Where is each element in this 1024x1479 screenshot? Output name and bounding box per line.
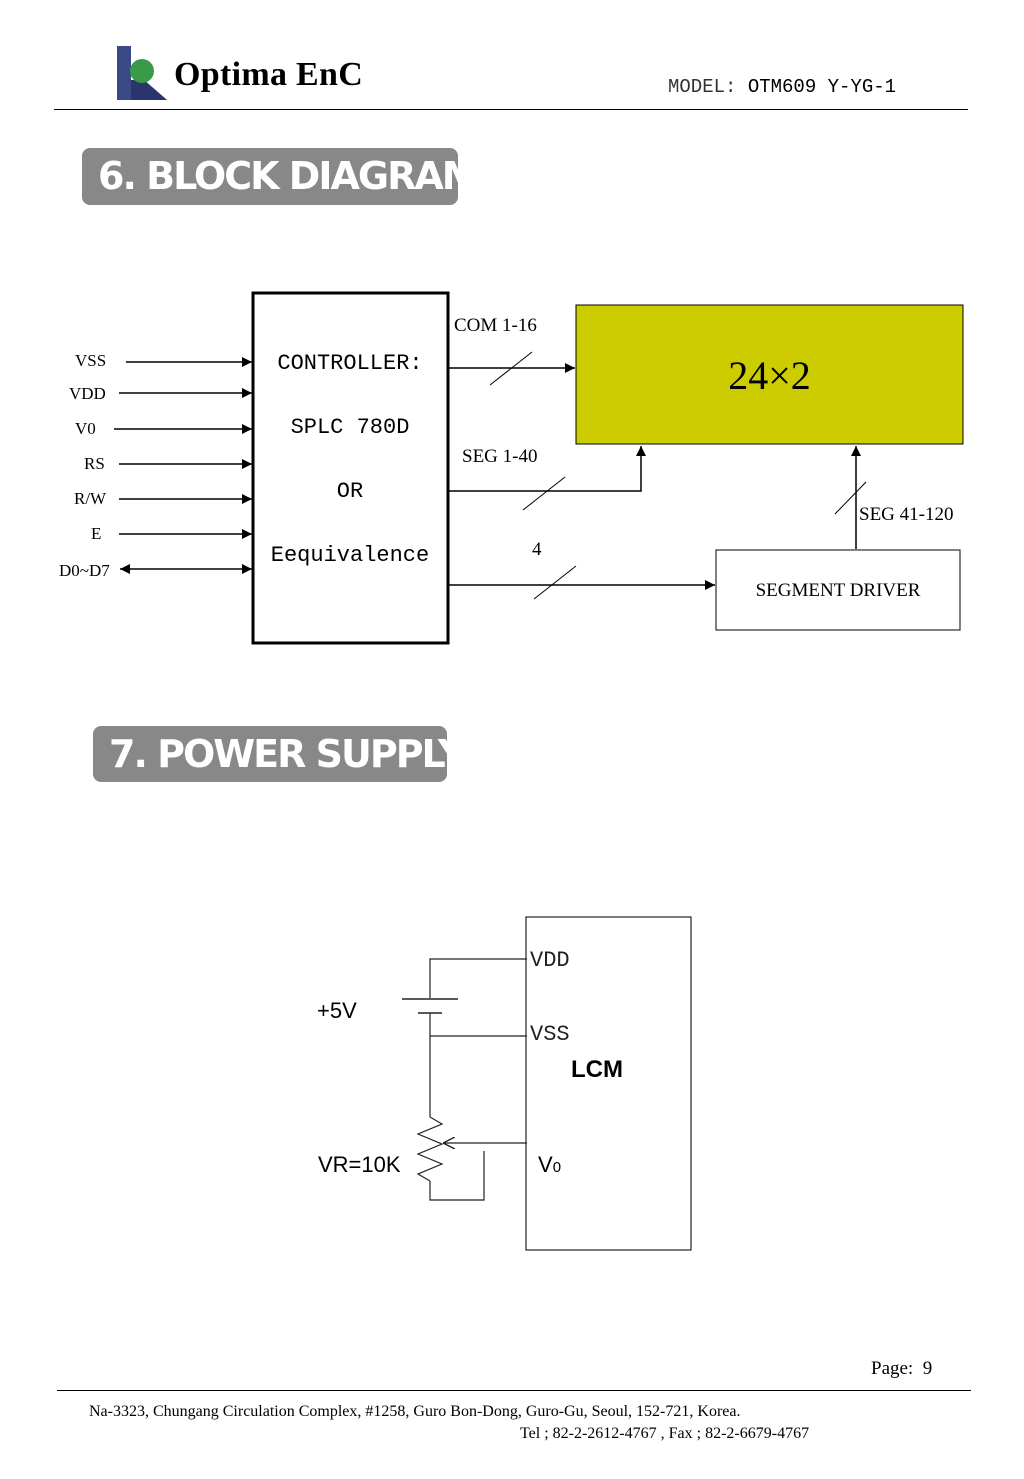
- footer-address: Na-3323, Chungang Circulation Complex, #…: [89, 1403, 741, 1420]
- pin-label-v0: V0: [75, 419, 96, 438]
- pot-bottom-loop: [429, 1151, 485, 1201]
- segment-driver-box: [715, 549, 961, 631]
- footer-contact: Tel ; 82-2-2612-4767 , Fax ; 82-2-6679-4…: [520, 1425, 810, 1442]
- block-diagram: [114, 291, 964, 645]
- seg1-bus-slash: [522, 476, 566, 511]
- seg1-label: SEG 1-40: [462, 446, 538, 467]
- bus-width-label: 4: [532, 539, 542, 560]
- power-supply-schematic: [402, 916, 692, 1251]
- seg1-line: [449, 446, 646, 492]
- seg2-label: SEG 41-120: [859, 504, 954, 525]
- footer-rule: [57, 1390, 971, 1391]
- page-number: Page: 9: [871, 1358, 932, 1380]
- driver-bus-slash: [533, 565, 577, 600]
- potentiometer: [416, 1116, 444, 1182]
- com-label: COM 1-16: [454, 315, 537, 336]
- model-label: MODEL:: [668, 76, 737, 98]
- header-rule: [54, 109, 968, 110]
- controller-box: [251, 291, 450, 645]
- vdd-pin-label: VDD: [530, 948, 570, 973]
- pin-label-d0-d7: D0~D7: [59, 561, 110, 580]
- potentiometer-label: VR=10K: [318, 1152, 401, 1177]
- model-number: MODEL: OTM609 Y-YG-1: [668, 76, 896, 98]
- controller-line-3: OR: [336, 479, 364, 504]
- company-name: Optima EnC: [174, 56, 364, 93]
- page-label: Page:: [871, 1358, 914, 1379]
- lcm-label: LCM: [571, 1056, 623, 1083]
- seg2-bus-slash: [834, 481, 867, 515]
- pin-label-vdd: VDD: [69, 384, 106, 403]
- v0-pin-label: V0: [538, 1152, 561, 1178]
- controller-line-1: CONTROLLER:: [277, 351, 423, 376]
- company-logo: [117, 46, 167, 100]
- section-title-power-supply: 7. POWER SUPPLY: [93, 726, 465, 782]
- display-label: 24×2: [728, 353, 811, 398]
- com-bus-slash: [489, 351, 533, 386]
- model-value: OTM609 Y-YG-1: [747, 76, 897, 98]
- pin-label-vss: VSS: [75, 351, 107, 370]
- section-title-block-diagram: 6. BLOCK DIAGRAM: [82, 148, 480, 205]
- controller-line-2: SPLC 780D: [290, 415, 410, 440]
- page-value: 9: [922, 1358, 933, 1379]
- vss-pin-label: VSS: [530, 1022, 570, 1047]
- controller-line-4: Eequivalence: [270, 543, 430, 568]
- supply-voltage-label: +5V: [317, 998, 357, 1023]
- pin-label-e: E: [91, 524, 102, 543]
- lcd-display-box: [575, 304, 964, 445]
- pin-label-rw: R/W: [74, 489, 107, 508]
- v0-main: V: [538, 1152, 553, 1177]
- vdd-wire: [429, 958, 527, 998]
- segment-driver-label: SEGMENT DRIVER: [755, 580, 921, 601]
- v0-subscript: 0: [552, 1159, 562, 1176]
- lcm-box: [525, 916, 692, 1251]
- pin-label-rs: RS: [84, 454, 105, 473]
